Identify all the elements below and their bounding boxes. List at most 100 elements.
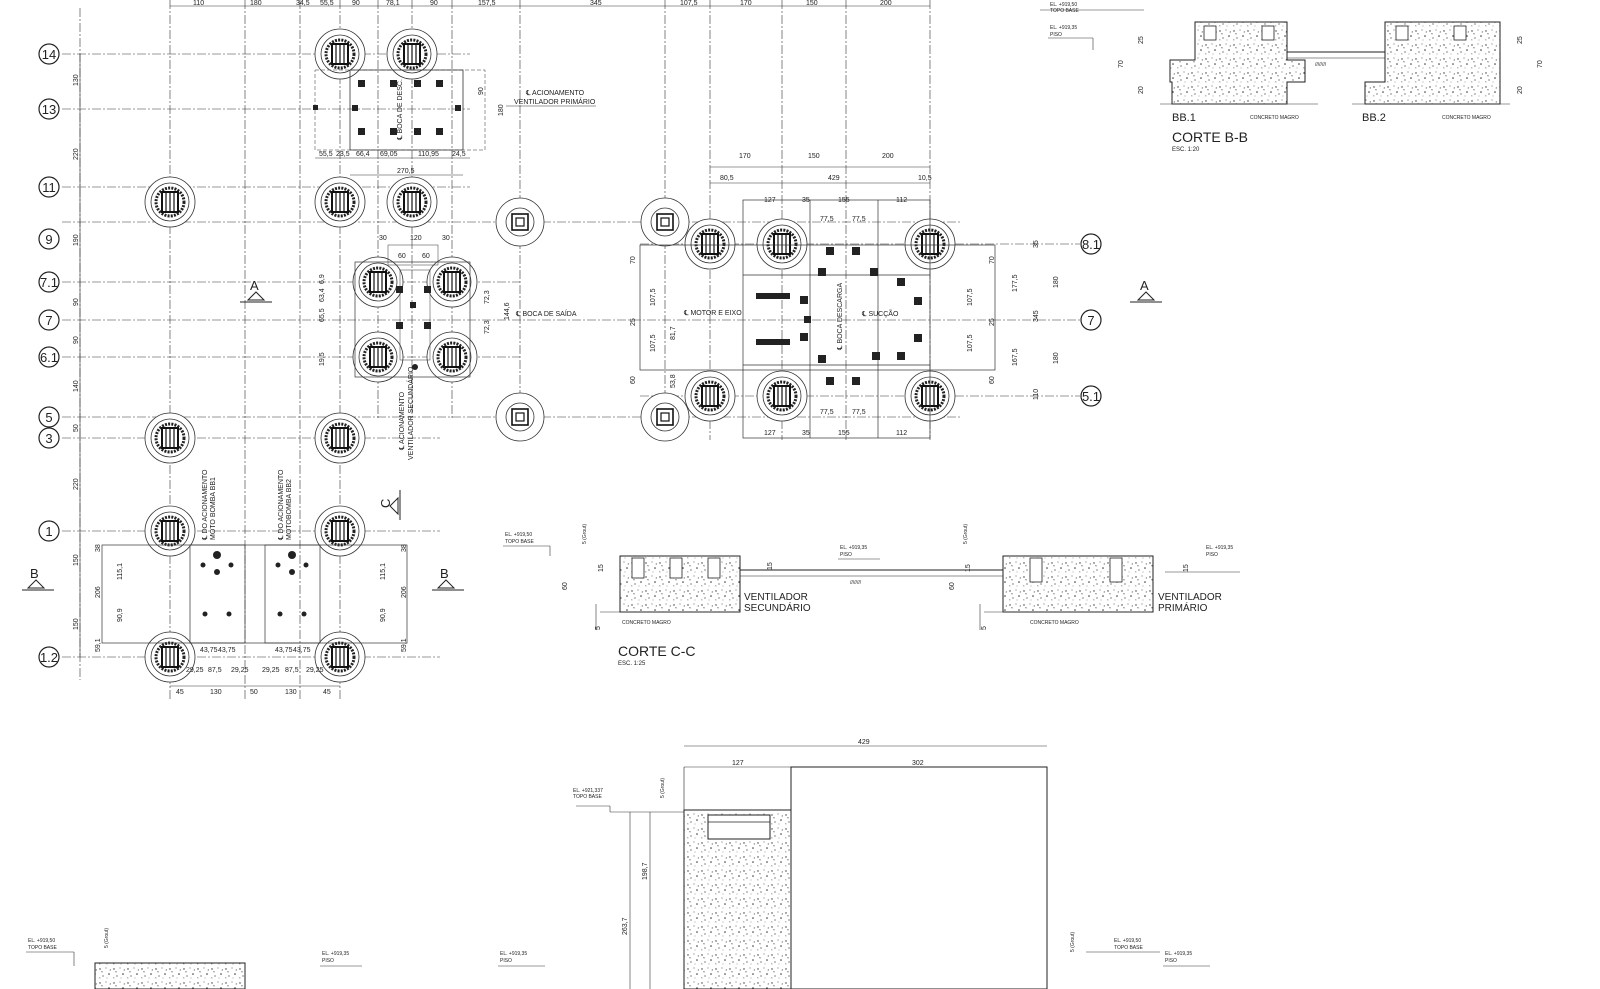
bb-el-top: EL. +919,50 [1050,2,1077,8]
pile [386,28,438,80]
bl-left-el: EL. +919,50 [28,938,55,944]
secondary-fan-dims: 30 120 30 60 60 72,3 144,6 72,3 6,9 63,4… [319,235,577,460]
bb-dim-v2: 70 [1118,60,1125,68]
dim-mid-l2: 63,4 [319,288,326,302]
section-mark-a-right: A [1130,278,1162,303]
pile [495,197,545,247]
dim-right-row-3: 155 [838,197,850,204]
cc-dim-2: 60 [562,582,569,590]
cc-scale: ESC. 1:25 [618,661,646,667]
dim-right-row-5: 77,5 [820,216,834,223]
pile [386,176,438,228]
svg-text:B: B [30,566,39,581]
dim-bb-2: 130 [210,689,222,696]
dim-top-10: 107,5 [680,0,698,7]
pile [684,370,736,422]
bb-dim-v1: 25 [1138,36,1145,44]
dim-mid-5: 60 [422,253,430,260]
secondary-fan-base-block [354,244,471,378]
section-aa: 429 127 302 EL. +921,337 TOPO BASE 5 (Gr… [573,739,1048,989]
svg-text:14: 14 [42,47,56,62]
cc-floor-hatch: //////// [850,580,862,586]
label-boca-descarga: ℄ BOCA DESCARGA [837,283,844,351]
pile [144,631,196,683]
pump-dims: 45 130 50 130 45 29,25 87,5 29,25 29,25 … [95,469,408,696]
bb-label-bb2: BB.2 [1362,112,1386,124]
cc-vent-sec-2: SECUNDÁRIO [744,601,811,614]
bl-right-grout: 5 (Grout) [1070,932,1076,952]
svg-text:A: A [1140,278,1149,293]
discharge-anchor-bolts [313,80,461,135]
cc-dim-7: 5 [981,626,988,630]
cc-grout-2: 5 (Grout) [963,524,969,544]
dim-bbv-6: 38 [401,544,408,552]
pile [640,392,690,442]
top-dimension-string: 110 180 34,5 55,5 90 78,1 90 157,5 345 1… [170,0,930,7]
grid-bubble-8-1: 8.1 [1080,233,1102,255]
grid-bubble-5: 5 [38,406,60,428]
svg-text:6.1: 6.1 [40,350,58,365]
grid-bubble-7-right: 7 [1080,309,1102,331]
label-acionamento-sec-1: ℄ ACIONAMENTO [399,391,406,451]
left-dimension-string: 130 220 190 90 90 140 50 220 150 150 [73,54,81,657]
dim-bb-8: 29,25 [231,667,249,674]
dim-mid-l3: 65,5 [319,308,326,322]
bb-dim-v3: 20 [1138,86,1145,94]
bb-dim-v5: 70 [1537,60,1544,68]
pile [352,331,404,383]
pump-base-blocks [101,544,408,687]
dim-right-top-4: 80,5 [720,175,734,182]
aa-el-top: EL. +921,337 [573,788,603,794]
dim-rrv-1: 70 [989,256,996,264]
grid-bubble-11: 11 [38,176,60,198]
dim-desc-width: 270,5 [397,168,415,175]
dim-bbv-2: 206 [95,586,102,598]
dim-left-6: 140 [73,380,80,392]
dim-rrv-8: 345 [1033,310,1040,322]
aa-el-top-label: TOPO BASE [573,794,602,800]
dim-rrv-11: 35 [1033,240,1040,248]
bb-dim-v6: 20 [1517,86,1524,94]
bl-right-piso: EL. +919,35 [1165,951,1192,957]
secondary-fan-bolts [396,286,431,370]
label-bb2-1: ℄ DO ACIONAMENTO [278,469,285,541]
dim-top-2: 180 [250,0,262,7]
dim-rlv-4: 107,5 [650,334,657,352]
dim-bb-1: 45 [176,689,184,696]
cc-el-piso-right: EL. +919,35 [1206,545,1233,551]
label-bb1-1: ℄ DO ACIONAMENTO [202,469,209,541]
section-markers: A A B B C [22,278,1162,591]
dim-top-12: 150 [806,0,818,7]
dim-right-b-5: 155 [838,430,850,437]
svg-text:8.1: 8.1 [1082,237,1100,252]
label-acionamento-sec-2: VENTILADOR SECUNDÁRIO [406,366,415,460]
grid-bubble-7-1: 7.1 [38,271,60,293]
dim-bb-4: 130 [285,689,297,696]
bb-el-piso: EL. +919,35 [1050,25,1077,31]
dim-desc-2: 23,5 [336,151,350,158]
cc-concreto-2: CONCRETO MAGRO [1030,620,1079,626]
aa-h2: 198,7 [642,862,649,880]
dim-left-8: 220 [73,478,80,490]
dim-mid-3: 30 [442,235,450,242]
label-succao: ℄ SUCÇÃO [861,309,899,318]
dim-mid-1: 30 [379,235,387,242]
dim-mid-4: 60 [398,253,406,260]
dim-bbv-4: 90,9 [117,608,124,622]
pump-anchor-bolts [200,551,309,617]
primary-fan-base-block [639,166,996,439]
dim-rrv-7: 180 [1053,276,1060,288]
svg-text:9: 9 [45,232,52,247]
pile [314,28,366,80]
dim-bb-15: 43,75 [293,647,311,654]
grid-bubble-9: 9 [38,228,60,250]
dim-right-row-2: 35 [802,197,810,204]
dim-rlv-7: 53,8 [670,374,677,388]
pile [144,412,196,464]
pile [314,412,366,464]
dim-left-4: 90 [73,298,80,306]
dim-right-b-4: 35 [802,430,810,437]
piles-group [144,28,956,683]
bl-left-piso: EL. +919,35 [322,951,349,957]
dim-rrv-9: 167,5 [1012,348,1019,366]
